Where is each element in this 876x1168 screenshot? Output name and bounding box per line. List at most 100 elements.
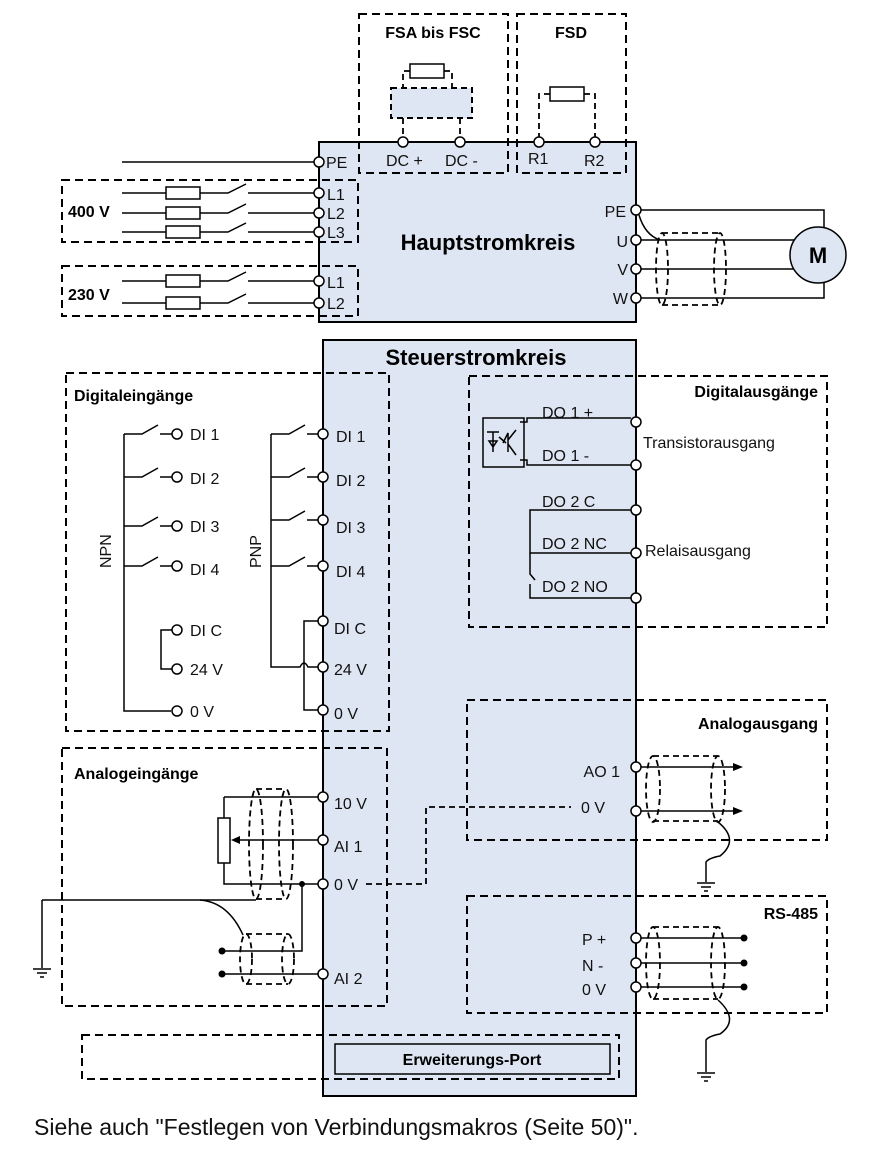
braking-module bbox=[390, 87, 473, 119]
0v-link bbox=[366, 806, 571, 885]
label-ai-0v: 0 V bbox=[334, 877, 358, 894]
transistor-output-label: Transistorausgang bbox=[643, 435, 775, 452]
terminal-pe-in bbox=[313, 156, 325, 168]
ground-icon bbox=[697, 882, 715, 892]
pnp-wiring bbox=[270, 424, 329, 716]
pnp-label-dic: DI C bbox=[334, 621, 366, 638]
digital-inputs-group bbox=[65, 372, 390, 732]
digital-inputs-title: Digitaleingänge bbox=[74, 388, 193, 405]
cable-shield-icon bbox=[239, 933, 295, 985]
main-circuit-title: Hauptstromkreis bbox=[401, 230, 576, 255]
label-l2: L2 bbox=[327, 206, 345, 223]
label-ai2: AI 2 bbox=[334, 971, 363, 988]
supply-230v-group bbox=[61, 265, 359, 317]
analog-output-group bbox=[466, 699, 828, 841]
label-r2: R2 bbox=[584, 153, 605, 170]
control-circuit-title: Steuerstromkreis bbox=[386, 345, 567, 370]
supply-230v-label: 230 V bbox=[68, 287, 110, 304]
label-do1-minus: DO 1 - bbox=[542, 448, 589, 465]
npn-label-di1: DI 1 bbox=[190, 427, 219, 444]
label-pe-out: PE bbox=[605, 204, 626, 221]
potentiometer-icon bbox=[217, 796, 318, 885]
expansion-port-label: Erweiterungs-Port bbox=[403, 1052, 542, 1069]
analog-inputs-group bbox=[61, 747, 388, 1007]
terminal-dc-minus bbox=[454, 136, 466, 148]
analog-inputs-title: Analogeingänge bbox=[74, 766, 199, 783]
expansion-port bbox=[334, 1043, 611, 1075]
ground-icon bbox=[33, 968, 51, 978]
fuse-icon bbox=[165, 296, 201, 310]
label-l2: L2 bbox=[327, 296, 345, 313]
npn-wiring bbox=[123, 424, 183, 717]
supply-400v-group bbox=[61, 179, 359, 243]
label-w: W bbox=[613, 291, 629, 308]
cable-shield-icon bbox=[645, 926, 726, 1000]
braking-resistor-icon bbox=[549, 86, 585, 102]
npn-label: NPN bbox=[98, 534, 115, 568]
rs485-group bbox=[466, 895, 828, 1014]
label-do2-c: DO 2 C bbox=[542, 494, 595, 511]
label-dc-plus: DC + bbox=[386, 153, 423, 170]
fuse-icon bbox=[165, 225, 201, 239]
label-n-minus: N - bbox=[582, 958, 603, 975]
cable-shield-icon bbox=[645, 755, 726, 823]
ground-icon bbox=[697, 1072, 715, 1082]
supply-400v-lines bbox=[122, 183, 314, 239]
label-ao1: AO 1 bbox=[584, 764, 621, 781]
label-do2-no: DO 2 NO bbox=[542, 579, 608, 596]
pnp-label: PNP bbox=[248, 535, 265, 568]
fuse-icon bbox=[165, 274, 201, 288]
terminal-r1 bbox=[533, 136, 545, 148]
terminal-r2 bbox=[589, 136, 601, 148]
pnp-label-di3: DI 3 bbox=[336, 520, 365, 537]
analog-output-title: Analogausgang bbox=[698, 716, 818, 733]
label-u: U bbox=[616, 234, 628, 251]
digital-outputs-group bbox=[468, 375, 828, 628]
pnp-label-di4: DI 4 bbox=[336, 564, 365, 581]
arrow-icon bbox=[733, 763, 743, 815]
expansion-port-group bbox=[81, 1034, 620, 1080]
fuse-icon bbox=[165, 186, 201, 200]
label-do2-nc: DO 2 NC bbox=[542, 536, 607, 553]
label-ao-0v: 0 V bbox=[581, 800, 605, 817]
supply-400v-label: 400 V bbox=[68, 204, 110, 221]
npn-label-24v: 24 V bbox=[190, 662, 223, 679]
braking-group-fsa-fsc bbox=[358, 13, 509, 174]
label-p-plus: P + bbox=[582, 932, 606, 949]
npn-label-di3: DI 3 bbox=[190, 519, 219, 536]
npn-label-di4: DI 4 bbox=[190, 562, 219, 579]
pnp-label-di2: DI 2 bbox=[336, 473, 365, 490]
supply-230v-lines bbox=[122, 271, 314, 310]
label-do1-plus: DO 1 + bbox=[542, 405, 593, 422]
motor-icon bbox=[789, 226, 847, 284]
relay-output-label: Relaisausgang bbox=[645, 543, 751, 560]
braking-group-title: FSA bis FSC bbox=[385, 25, 481, 42]
rs485-title: RS-485 bbox=[764, 906, 818, 923]
digital-outputs-title: Digitalausgänge bbox=[694, 384, 818, 401]
label-10v: 10 V bbox=[334, 796, 367, 813]
motor-label: M bbox=[809, 243, 827, 268]
label-dc-minus: DC - bbox=[445, 153, 478, 170]
pnp-label-di1: DI 1 bbox=[336, 429, 365, 446]
footnote: Siehe auch "Festlegen von Verbindungsmak… bbox=[34, 1114, 639, 1140]
label-ai1: AI 1 bbox=[334, 839, 363, 856]
fuse-icon bbox=[165, 206, 201, 220]
npn-label-dic: DI C bbox=[190, 623, 222, 640]
npn-label-0v: 0 V bbox=[190, 704, 214, 721]
label-l1: L1 bbox=[327, 187, 345, 204]
control-circuit-box bbox=[322, 339, 637, 1097]
pnp-label-0v: 0 V bbox=[334, 706, 358, 723]
npn-label-di2: DI 2 bbox=[190, 471, 219, 488]
label-pe-in: PE bbox=[326, 155, 347, 172]
terminal-dc-plus bbox=[397, 136, 409, 148]
braking-resistor-icon bbox=[409, 63, 445, 79]
cable-shield-icon bbox=[248, 788, 294, 900]
label-r1: R1 bbox=[528, 151, 549, 168]
cable-shield-icon bbox=[655, 232, 727, 306]
braking-group-fsd bbox=[516, 13, 627, 174]
pnp-label-24v: 24 V bbox=[334, 662, 367, 679]
label-l1: L1 bbox=[327, 275, 345, 292]
label-rs485-0v: 0 V bbox=[582, 982, 606, 999]
label-v: V bbox=[617, 262, 628, 279]
